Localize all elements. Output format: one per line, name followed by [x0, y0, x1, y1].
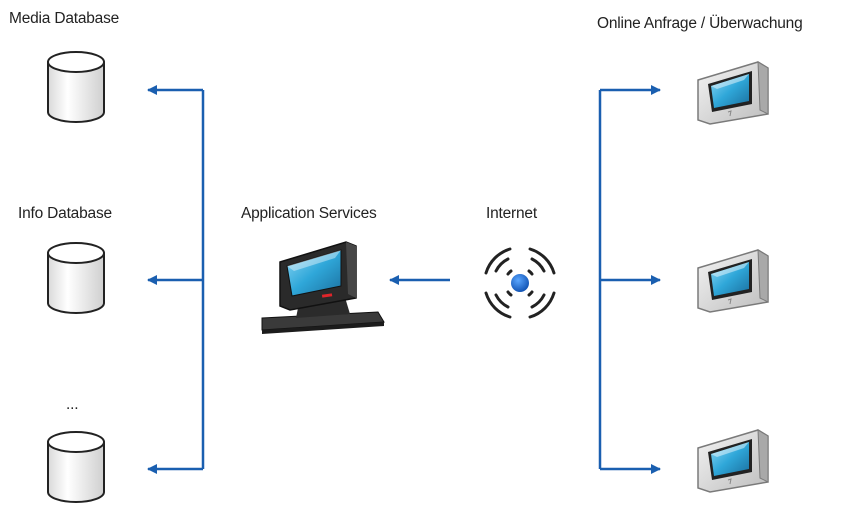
label-more-databases: ... — [66, 396, 79, 413]
label-media-database: Media Database — [9, 10, 120, 27]
database-cylinder-icon — [47, 51, 105, 123]
label-internet: Internet — [486, 205, 537, 222]
monitor-client-icon — [697, 61, 769, 125]
client-connectors — [598, 85, 661, 474]
database-cylinder-icon — [47, 431, 105, 503]
database-cylinder-icon — [47, 242, 105, 314]
signal-target-icon — [484, 247, 556, 319]
monitor-client-icon — [697, 429, 769, 493]
computer-monitor-icon — [261, 241, 385, 334]
monitor-client-icon — [697, 249, 769, 313]
label-online-monitoring: Online Anfrage / Überwachung — [597, 15, 803, 32]
label-application-services: Application Services — [241, 205, 377, 222]
database-connectors — [147, 85, 205, 474]
label-info-database: Info Database — [18, 205, 112, 222]
